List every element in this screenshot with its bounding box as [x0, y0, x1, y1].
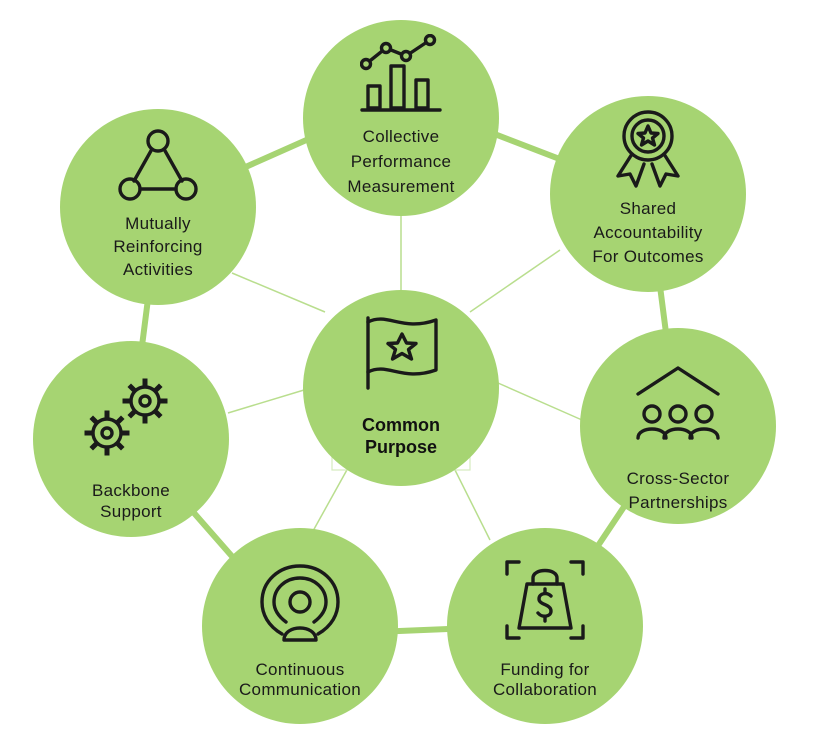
- node-label-line: For Outcomes: [592, 247, 704, 266]
- node-shared-accountability: Shared Accountability For Outcomes: [550, 96, 746, 292]
- broadcast-person-icon: [260, 564, 340, 644]
- node-label-line: Performance: [350, 152, 452, 171]
- triangle-network-icon: [116, 127, 200, 205]
- node-funding-for-collaboration: Funding for Collaboration: [447, 528, 643, 724]
- node-label-line: Funding for: [500, 660, 590, 679]
- spoke-bottom-left: [307, 467, 349, 541]
- node-backbone-support: Backbone Support: [33, 341, 229, 537]
- gears-icon: [83, 377, 173, 459]
- node-label-line: Collective: [362, 127, 440, 146]
- center-label-line-1: Common: [362, 415, 440, 435]
- spoke-left: [227, 389, 305, 414]
- node-label-line: Measurement: [347, 177, 455, 196]
- node-cross-sector-partnerships: Cross-Sector Partnerships: [580, 328, 776, 524]
- node-label-line: Cross-Sector: [626, 469, 730, 488]
- award-ribbon-icon: [608, 108, 688, 190]
- node-label-line: Collaboration: [492, 680, 598, 699]
- node-continuous-communication: Continuous Communication: [202, 528, 398, 724]
- node-label-line: Mutually: [125, 214, 191, 233]
- node-label-line: Communication: [238, 680, 361, 699]
- center-common-purpose: Common Purpose: [303, 290, 499, 486]
- people-roof-icon: [634, 364, 722, 444]
- node-label-line: Continuous: [255, 660, 345, 679]
- node-label-line: Partnerships: [628, 493, 728, 512]
- spoke-bottom-right: [453, 467, 491, 541]
- spoke-top-right: [469, 249, 561, 313]
- spoke-top-left: [231, 272, 326, 313]
- center-label-line-2: Purpose: [364, 437, 438, 457]
- node-label-line: Support: [100, 502, 162, 521]
- money-bag-icon: [503, 558, 587, 642]
- flag-star-icon: [362, 312, 442, 392]
- node-label-line: Reinforcing: [113, 237, 203, 256]
- node-mutually-reinforcing-activities: Mutually Reinforcing Activities: [60, 109, 256, 305]
- node-label-line: Accountability: [593, 223, 703, 242]
- node-label-line: Backbone: [91, 481, 170, 500]
- node-label-line: Activities: [122, 260, 194, 279]
- node-collective-performance-measurement: Collective Performance Measurement: [303, 20, 499, 216]
- node-label-line: Shared: [619, 199, 677, 218]
- bar-chart-trend-icon: [360, 34, 442, 116]
- spoke-right: [497, 382, 583, 421]
